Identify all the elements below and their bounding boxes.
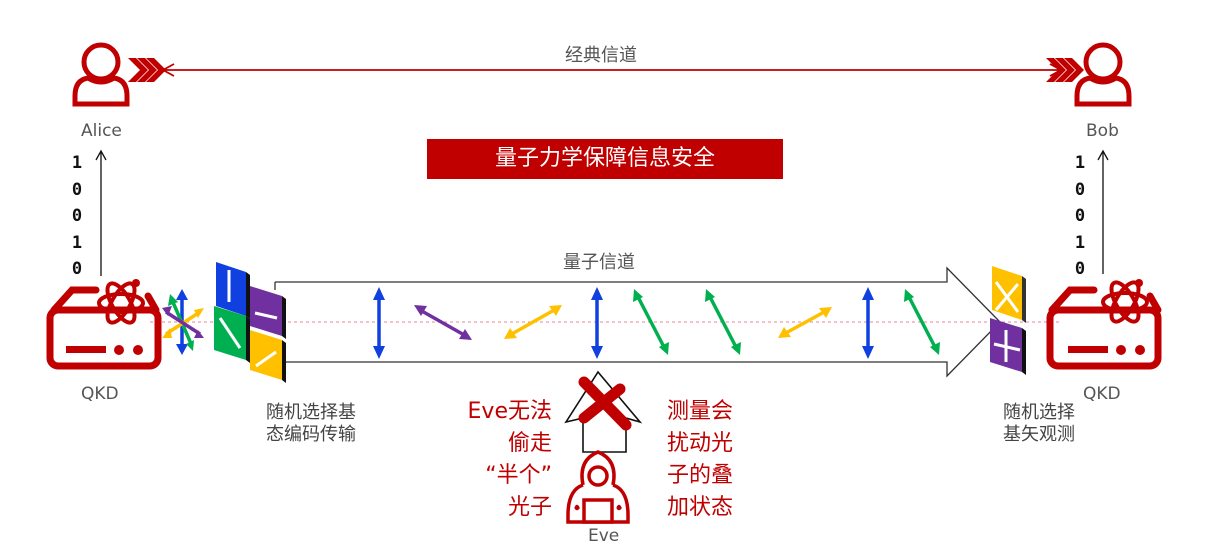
bit: 1 (1074, 232, 1086, 253)
measurement-disturbs-note: 测量会 扰动光 子的叠 加状态 (667, 399, 734, 520)
tile-antidiagonal-yellow (250, 330, 286, 383)
security-banner: 量子力学保障信息安全 (427, 139, 783, 179)
bit: 1 (1074, 153, 1086, 173)
tile-plus-purple (990, 318, 1026, 375)
tile-x-yellow (992, 266, 1026, 323)
photon-vertical-blue (373, 287, 385, 359)
bob-qkd-device-icon (1046, 286, 1162, 370)
photon-vertical-blue (591, 287, 603, 359)
photon-vertical-blue (862, 287, 874, 359)
eve-hacker-icon (566, 450, 630, 524)
photon-diagdown-purple (414, 305, 472, 340)
bit: 0 (1074, 259, 1086, 279)
alice-key-bits: 1 0 0 1 0 (70, 150, 84, 283)
tile-vertical-blue (216, 262, 250, 319)
sender-encoding-note: 随机选择基 态编码传输 (266, 402, 356, 445)
bit: 0 (71, 259, 83, 279)
polarization-star-icon (162, 289, 204, 355)
bob-qkd-label: QKD (1083, 384, 1121, 404)
classical-channel-label: 经典信道 (565, 45, 637, 66)
photon-steep-green (705, 289, 741, 355)
alice-person-icon (72, 42, 130, 107)
bob-person-icon (1074, 42, 1132, 107)
sender-basis-tiles (214, 262, 286, 383)
bob-key-arrow (1097, 149, 1109, 274)
alice-chevrons-icon (128, 58, 166, 82)
bob-atom-icon (1101, 279, 1149, 324)
alice-key-arrow (95, 149, 107, 276)
bob-label: Bob (1086, 121, 1119, 141)
receiver-basis-tiles (990, 266, 1026, 375)
eve-cannot-steal-note: Eve无法 偷走 “半个” 光子 (467, 399, 552, 520)
eve-intercept-arrow (564, 370, 643, 453)
photon-steep-green (633, 289, 669, 355)
eve-label: Eve (588, 526, 620, 546)
photon-diagup-yellow (778, 307, 832, 338)
tile-horizontal-purple (250, 286, 286, 339)
bit: 0 (1074, 206, 1086, 226)
alice-label: Alice (81, 121, 122, 141)
photon-diagup-yellow (504, 305, 562, 339)
photon-steep-green (904, 289, 940, 355)
bit: 0 (71, 179, 83, 200)
bit: 1 (71, 232, 83, 253)
bob-chevrons-icon (1046, 58, 1084, 82)
bit: 1 (71, 153, 83, 173)
alice-atom-icon (97, 279, 145, 325)
tile-diagonal-green (214, 306, 250, 363)
alice-qkd-label: QKD (81, 384, 119, 404)
receiver-measure-note: 随机选择 基矢观测 (1003, 402, 1075, 445)
bit: 0 (71, 206, 83, 226)
bit: 0 (1074, 179, 1086, 200)
blocked-x-icon (578, 376, 632, 431)
photon-stream (373, 287, 940, 359)
bob-key-bits: 1 0 0 1 0 (1073, 150, 1087, 283)
quantum-channel-label: 量子信道 (563, 252, 635, 273)
